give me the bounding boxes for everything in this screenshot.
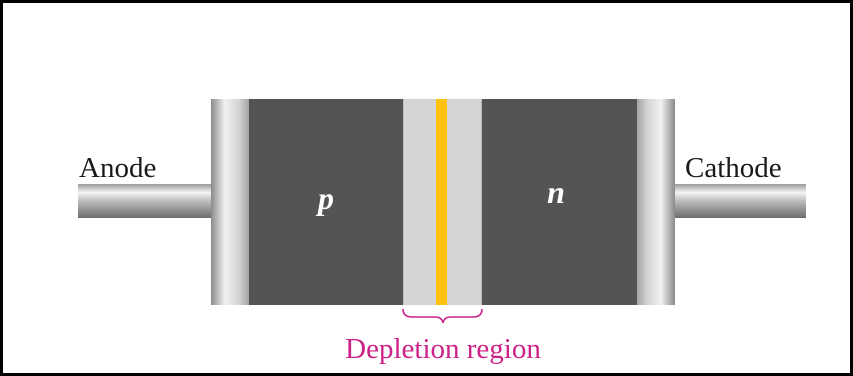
- p-region-label: p: [315, 180, 334, 216]
- depletion-bracket: [402, 308, 483, 324]
- anode-lead: [78, 184, 214, 218]
- anode-label: Anode: [79, 152, 156, 184]
- anode-end-cap: [211, 99, 251, 305]
- depletion-region-label: Depletion region: [345, 333, 541, 365]
- junction-line: [436, 99, 447, 305]
- cathode-label: Cathode: [685, 152, 782, 184]
- p-region: [249, 99, 403, 305]
- cathode-end-cap: [635, 99, 675, 305]
- cathode-lead: [670, 184, 806, 218]
- n-region-label: n: [547, 174, 565, 210]
- n-region: [482, 99, 637, 305]
